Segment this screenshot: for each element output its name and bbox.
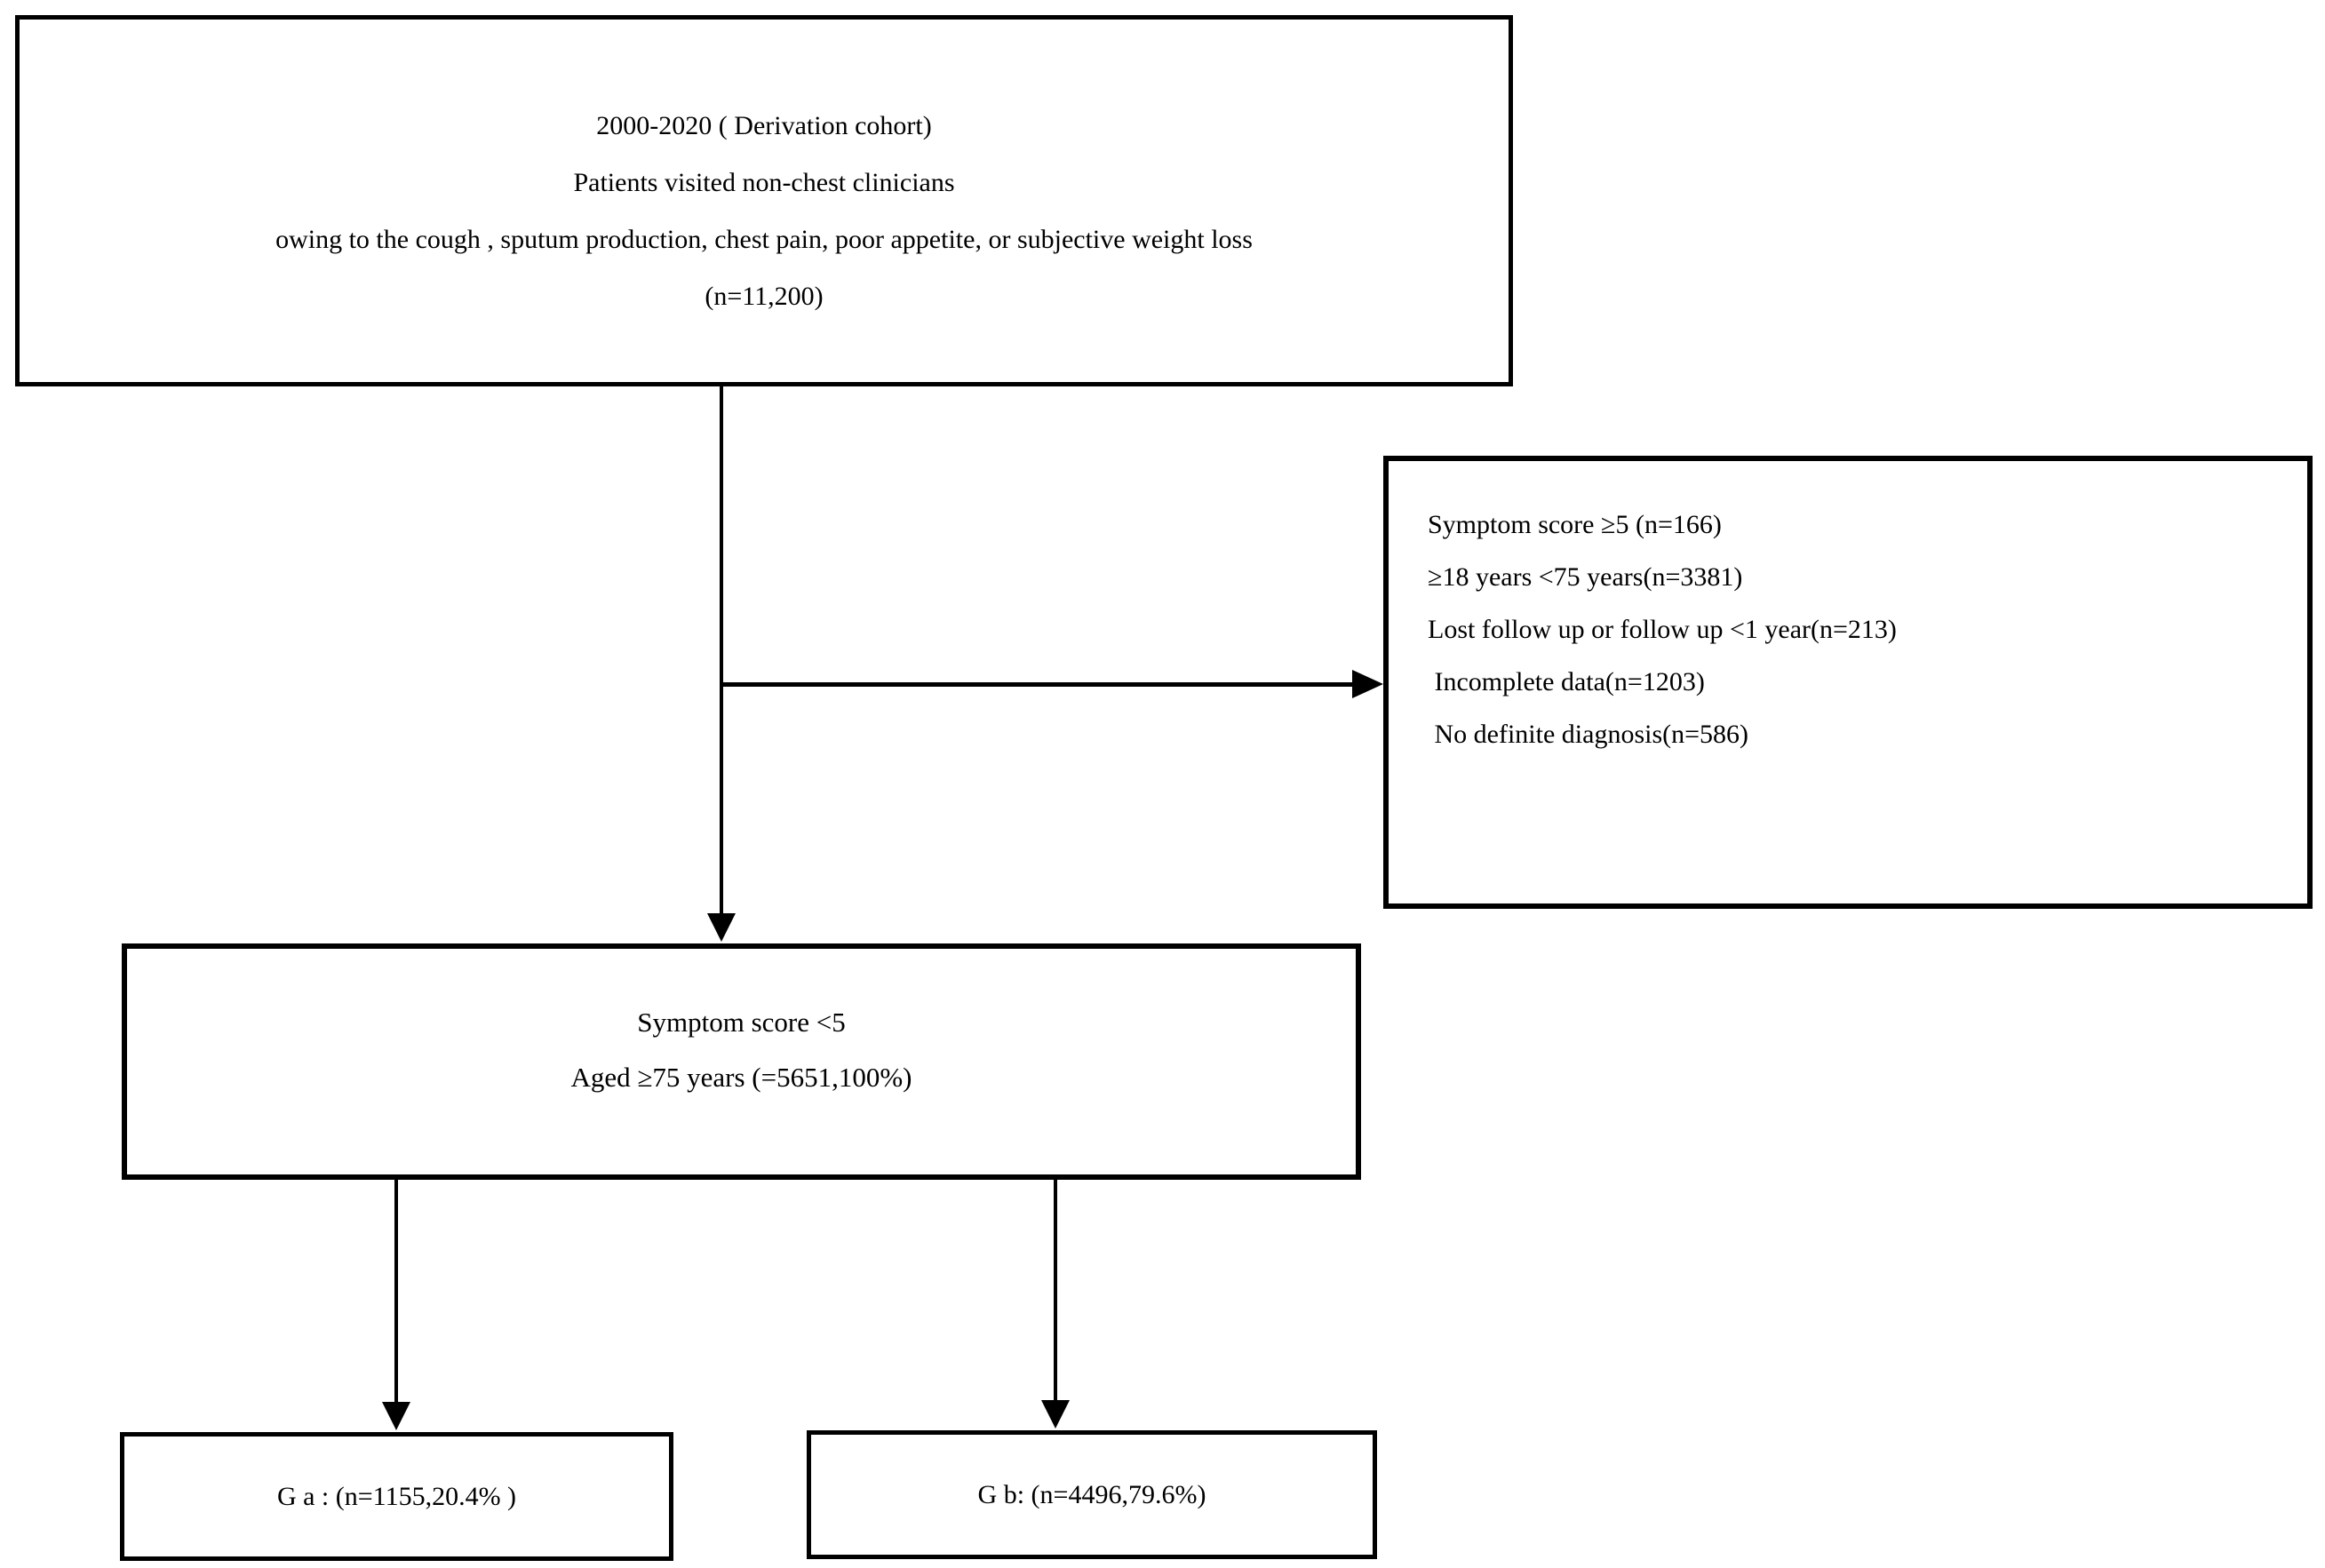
exclusion-symptom-score-line: Symptom score ≥5 (n=166) xyxy=(1428,510,1722,539)
group-a-box: G a : (n=1155,20.4% ) xyxy=(120,1432,673,1561)
group-b-box: G b: (n=4496,79.6%) xyxy=(807,1430,1377,1559)
connector-middle-to-group-b xyxy=(1054,1180,1057,1400)
eligible-age-line: Aged ≥75 years (=5651,100%) xyxy=(570,1062,912,1093)
arrowhead-down-middle-icon xyxy=(707,913,736,942)
group-a-label: G a : (n=1155,20.4% ) xyxy=(276,1481,517,1511)
arrowhead-down-group-a-icon xyxy=(382,1402,410,1430)
connector-middle-to-group-a xyxy=(394,1180,398,1402)
exclusion-diagnosis-line: No definite diagnosis(n=586) xyxy=(1428,720,1749,749)
arrowhead-down-group-b-icon xyxy=(1041,1400,1070,1429)
group-b-label: G b: (n=4496,79.6%) xyxy=(977,1479,1206,1509)
cohort-count-line: (n=11,200) xyxy=(705,282,824,311)
exclusion-criteria-box: Symptom score ≥5 (n=166) ≥18 years <75 y… xyxy=(1383,456,2313,909)
arrowhead-right-exclusion-icon xyxy=(1352,670,1383,698)
cohort-period-line: 2000-2020 ( Derivation cohort) xyxy=(596,111,932,140)
derivation-cohort-box: 2000-2020 ( Derivation cohort) Patients … xyxy=(15,15,1513,386)
exclusion-age-line: ≥18 years <75 years(n=3381) xyxy=(1428,562,1743,592)
connector-top-to-middle xyxy=(720,386,723,913)
cohort-population-line: Patients visited non-chest clinicians xyxy=(573,168,955,197)
eligible-score-line: Symptom score <5 xyxy=(637,1007,846,1038)
exclusion-incomplete-line: Incomplete data(n=1203) xyxy=(1428,667,1705,696)
exclusion-followup-line: Lost follow up or follow up <1 year(n=21… xyxy=(1428,615,1897,644)
connector-branch-to-exclusion xyxy=(721,682,1352,687)
eligible-patients-box: Symptom score <5 Aged ≥75 years (=5651,1… xyxy=(122,943,1361,1180)
cohort-symptoms-line: owing to the cough , sputum production, … xyxy=(275,225,1253,254)
